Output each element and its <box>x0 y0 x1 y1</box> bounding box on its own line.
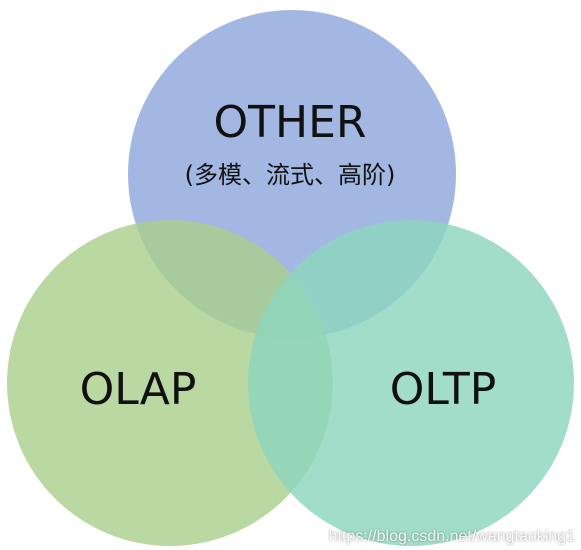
olap-label: OLAP <box>80 364 197 415</box>
circle-olap <box>7 220 333 546</box>
other-label: OTHER <box>214 97 367 148</box>
watermark-url: https://blog.csdn.net/wangtaoking1 <box>328 528 575 545</box>
other-sublabel: (多模、流式、高阶) <box>185 161 396 189</box>
circle-oltp <box>248 220 574 546</box>
oltp-label: OLTP <box>390 364 497 415</box>
